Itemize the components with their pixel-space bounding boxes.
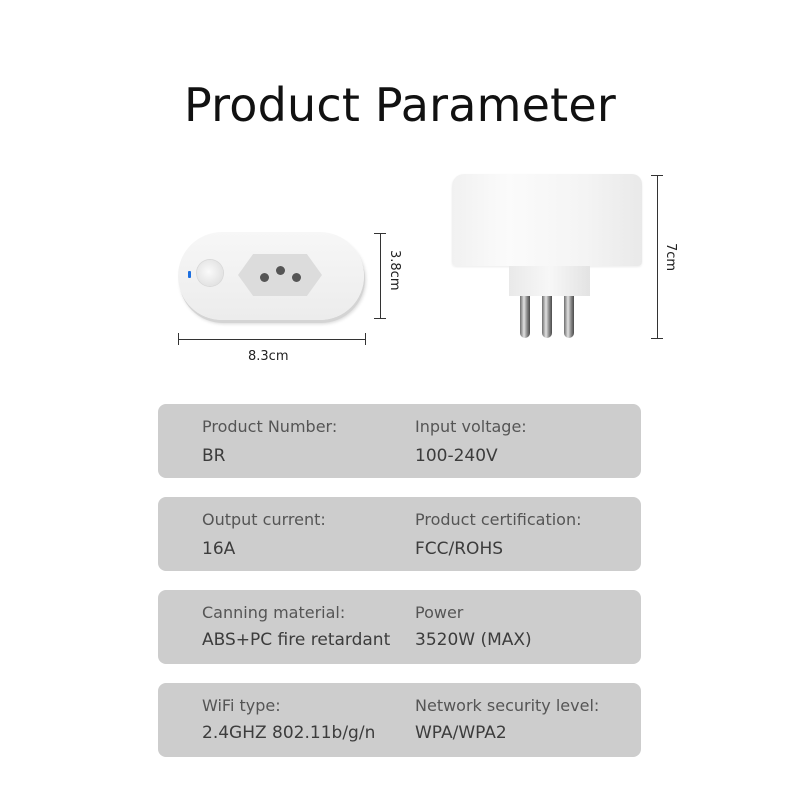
param-card: Output current: 16A Product certificatio… — [158, 497, 641, 571]
param-value: WPA/WPA2 — [415, 723, 507, 743]
param-label: Output current: — [202, 510, 326, 529]
width-dimension-line — [178, 339, 366, 340]
side-height-dimension-line — [657, 175, 658, 339]
socket-hole — [260, 273, 269, 282]
plug-pin-icon — [542, 296, 552, 338]
plug-side-view — [452, 174, 642, 266]
dimension-tick — [651, 338, 663, 339]
dimension-tick — [651, 175, 663, 176]
param-card: Canning material: ABS+PC fire retardant … — [158, 590, 641, 664]
page-title: Product Parameter — [184, 78, 616, 132]
param-value: 100-240V — [415, 446, 498, 466]
socket-hole — [292, 273, 301, 282]
param-value: BR — [202, 446, 226, 466]
dimension-tick — [365, 333, 366, 345]
param-value: 3520W (MAX) — [415, 630, 532, 650]
dimension-tick — [374, 318, 386, 319]
plug-neck — [509, 266, 590, 296]
param-label: Network security level: — [415, 696, 600, 715]
param-value: 16A — [202, 539, 236, 559]
param-value: FCC/ROHS — [415, 539, 504, 559]
power-button-icon — [197, 260, 223, 286]
plug-front-view — [178, 232, 368, 324]
plug-pin-icon — [564, 296, 574, 338]
dimension-tick — [178, 333, 179, 345]
dimension-tick — [374, 233, 386, 234]
front-height-label: 3.8cm — [387, 250, 402, 291]
param-value: 2.4GHZ 802.11b/g/n — [202, 723, 376, 743]
param-label: Power — [415, 603, 464, 622]
socket-icon — [238, 254, 322, 296]
param-label: Product certification: — [415, 510, 582, 529]
param-label: Input voltage: — [415, 417, 527, 436]
param-label: Product Number: — [202, 417, 338, 436]
param-card: WiFi type: 2.4GHZ 802.11b/g/n Network se… — [158, 683, 641, 757]
param-value: ABS+PC fire retardant — [202, 630, 391, 650]
height-dimension-line — [380, 233, 381, 319]
param-card: Product Number: BR Input voltage: 100-24… — [158, 404, 641, 478]
param-label: WiFi type: — [202, 696, 281, 715]
param-label: Canning material: — [202, 603, 346, 622]
side-height-label: 7cm — [663, 243, 678, 272]
plug-pin-icon — [520, 296, 530, 338]
width-label: 8.3cm — [248, 349, 289, 364]
led-indicator-icon — [188, 271, 191, 278]
socket-hole — [276, 266, 285, 275]
